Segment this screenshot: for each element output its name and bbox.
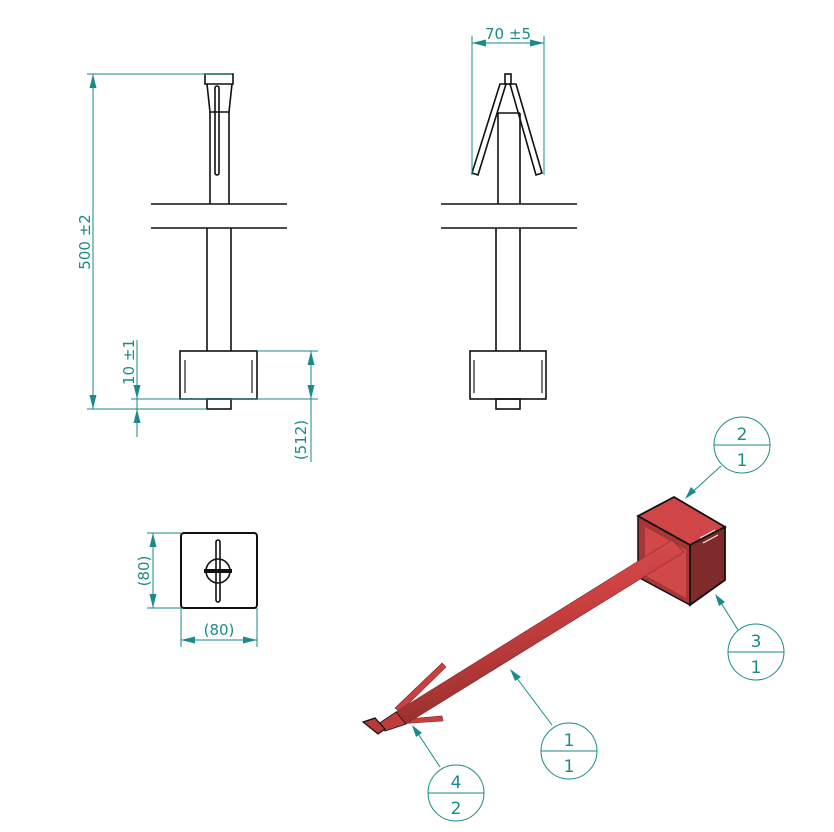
balloon-item-number: 4 [451,773,462,793]
dim-80-width: (80) [204,621,235,639]
balloon-quantity: 1 [751,658,762,678]
dimension-overall-length: 500 ±2 [76,73,232,410]
balloon-item-3: 3 1 [715,594,785,681]
balloon-item-1: 1 1 [510,669,598,780]
bottom-view [180,532,258,609]
dim-10: 10 ±1 [120,339,138,385]
balloon-item-number: 1 [564,731,575,751]
dim-512: (512) [292,420,310,460]
balloon-item-2: 2 1 [685,416,771,499]
dim-80-height: (80) [135,556,153,587]
balloon-item-4: 4 2 [412,725,485,822]
balloon-item-number: 2 [737,425,748,445]
dim-70: 70 ±5 [485,25,531,43]
dimension-reference: (512) [257,350,318,462]
balloon-quantity: 2 [451,799,462,819]
dim-500: 500 ±2 [76,214,94,270]
dimension-offset: 10 ±1 [120,339,318,437]
balloon-quantity: 1 [564,757,575,777]
isometric-view [361,495,727,735]
dimension-fin-span: 70 ±5 [471,25,545,175]
balloon-item-number: 3 [751,632,762,652]
front-view [151,73,287,410]
dimension-base: (80) (80) [135,532,258,647]
side-view [441,73,577,410]
balloon-quantity: 1 [737,451,748,471]
